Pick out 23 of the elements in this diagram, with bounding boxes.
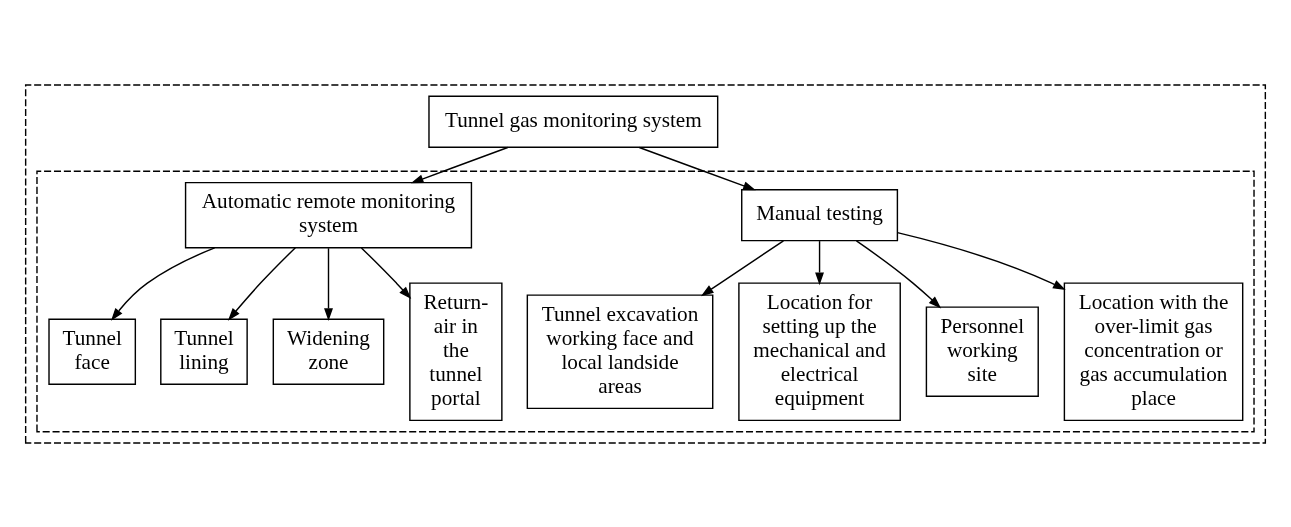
arrow — [227, 246, 297, 321]
arrow — [815, 239, 825, 285]
arrow — [410, 146, 509, 183]
node-box: Tunnel excavation working face and local landside areas — [526, 293, 714, 409]
node-box: Widening zone — [272, 318, 385, 385]
node-box: Manual testing — [741, 188, 899, 241]
node-box: Tunnel gas monitoring system — [428, 95, 719, 148]
arrow — [638, 146, 756, 190]
node-box: Location for setting up the mechanical and electrical equipment — [738, 281, 901, 421]
node-box: Tunnel lining — [160, 318, 248, 385]
arrow — [855, 239, 942, 308]
node-box: Automatic remote monitoring system — [184, 181, 473, 248]
arrow — [700, 239, 785, 296]
node-box: Personnel working site — [925, 305, 1039, 397]
arrow — [324, 247, 333, 321]
cluster — [24, 83, 1267, 444]
arrow — [360, 246, 412, 299]
arrow — [896, 231, 1066, 290]
arrow — [111, 246, 216, 321]
node-box: Location with the over-limit gas concentration or gas accumulation place — [1063, 281, 1244, 421]
node-box: Return-air in the tunnel portal — [409, 281, 503, 421]
node-box: Tunnel face — [48, 318, 137, 385]
cluster — [36, 170, 1255, 432]
